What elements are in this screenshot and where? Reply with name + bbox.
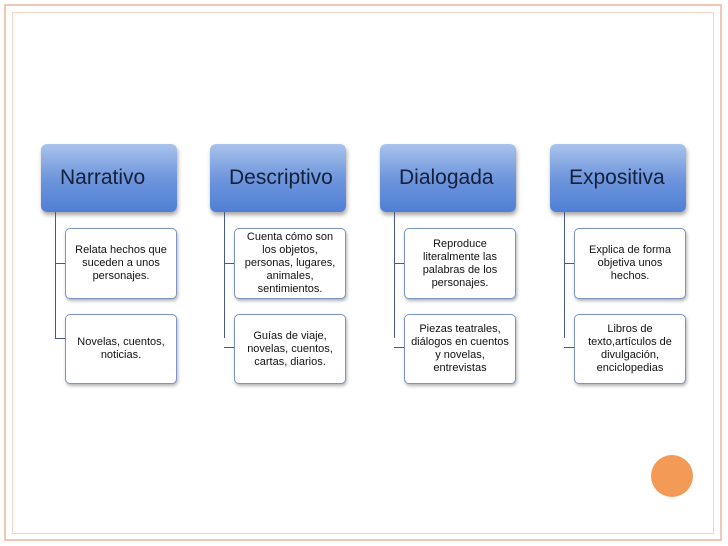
header-descriptivo: Descriptivo: [210, 144, 346, 212]
connector-branch: [55, 338, 65, 339]
item-text: Guías de viaje, novelas, cuentos, cartas…: [247, 329, 333, 368]
column-narrativo: Narrativo Relata hechos que suceden a un…: [41, 144, 177, 384]
connector-branch: [564, 263, 574, 264]
item-text: Piezas teatrales, diálogos en cuentos y …: [411, 323, 509, 374]
connector-branch: [394, 347, 404, 348]
connector-branch: [564, 347, 574, 348]
column-descriptivo: Descriptivo Cuenta cómo son los objetos,…: [210, 144, 346, 384]
connector-line: [564, 212, 565, 338]
item-text: Libros de texto,artículos de divulgación…: [588, 323, 672, 374]
item-text: Reproduce literalmente las palabras de l…: [422, 237, 498, 289]
item-box: Guías de viaje, novelas, cuentos, cartas…: [234, 314, 346, 384]
connector-branch: [394, 263, 404, 264]
column-expositiva: Expositiva Explica de forma objetiva uno…: [550, 144, 686, 384]
header-label: Dialogada: [399, 166, 494, 189]
connector-line: [55, 212, 56, 338]
slide-outer-frame: [4, 4, 722, 541]
column-dialogada: Dialogada Reproduce literalmente las pal…: [380, 144, 516, 384]
item-box: Relata hechos que suceden a unos persona…: [65, 228, 177, 299]
header-expositiva: Expositiva: [550, 144, 686, 212]
header-label: Descriptivo: [229, 166, 333, 189]
connector-branch: [55, 263, 65, 264]
decorative-orange-circle: [651, 455, 693, 497]
connector-line: [224, 212, 225, 338]
item-box: Novelas, cuentos, noticias.: [65, 314, 177, 384]
header-label: Expositiva: [569, 166, 665, 189]
connector-line: [394, 212, 395, 338]
item-text: Cuenta cómo son los objetos, personas, l…: [244, 231, 336, 295]
connector-branch: [224, 347, 234, 348]
header-label: Narrativo: [60, 166, 146, 189]
item-box: Reproduce literalmente las palabras de l…: [404, 228, 516, 299]
item-box: Cuenta cómo son los objetos, personas, l…: [234, 228, 346, 299]
connector-branch: [224, 263, 234, 264]
item-box: Piezas teatrales, diálogos en cuentos y …: [404, 314, 516, 384]
item-text: Relata hechos que suceden a unos persona…: [75, 244, 167, 282]
header-narrativo: Narrativo: [41, 144, 177, 212]
item-text: Novelas, cuentos, noticias.: [77, 336, 165, 361]
header-dialogada: Dialogada: [380, 144, 516, 212]
item-box: Libros de texto,artículos de divulgación…: [574, 314, 686, 384]
item-box: Explica de forma objetiva unos hechos.: [574, 228, 686, 299]
item-text: Explica de forma objetiva unos hechos.: [589, 244, 671, 282]
